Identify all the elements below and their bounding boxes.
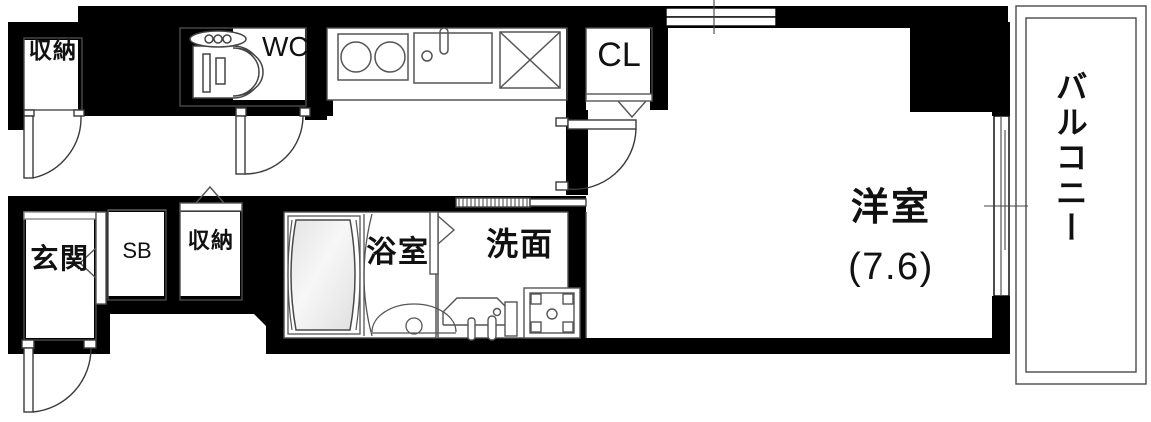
faucet-icon (439, 27, 449, 55)
entry-hall-door (555, 117, 637, 191)
washroom-sliding-door (455, 197, 587, 208)
storage-hall-door (179, 185, 243, 212)
toilet-icon (189, 30, 264, 99)
vanity-sink-icon (442, 297, 518, 341)
front-door (21, 339, 97, 413)
wc-door (235, 107, 311, 175)
label-bath: 浴室 (366, 235, 430, 270)
wc-outline (179, 27, 307, 107)
label-cl: CL (597, 36, 641, 74)
balcony-outer (1015, 5, 1147, 385)
walls (8, 6, 1010, 354)
balcony-inner (1025, 17, 1137, 373)
label-main-room-area: (7.6) (848, 246, 934, 288)
bath-door (429, 211, 456, 275)
label-storage-top-left: 収納 (28, 38, 78, 64)
label-wc: WC (262, 31, 309, 62)
label-balcony: バルコニー (1050, 70, 1089, 246)
entrance-inner-door (78, 211, 107, 305)
entrance-step (23, 211, 97, 220)
sink-icon (413, 32, 493, 84)
kitchen-fixtures (337, 27, 561, 89)
stove-icon (337, 33, 409, 81)
entrance-outline (23, 211, 97, 341)
bathtub-icon (287, 215, 361, 335)
label-storage-hall: 収納 (187, 229, 235, 254)
label-shoe-box: SB (122, 238, 152, 263)
label-washroom: 洗面 (486, 225, 554, 263)
sliding-glass-door-icon (984, 115, 1028, 297)
bath-outline (283, 211, 437, 339)
refrigerator-space-icon (499, 31, 561, 89)
storage-hall-outline (179, 209, 243, 301)
bath-fixtures (287, 213, 457, 337)
doors (21, 93, 653, 413)
window-icon-top (665, 0, 777, 34)
storage-top-left-door (23, 109, 85, 179)
washroom-fixtures (442, 287, 581, 341)
washroom-outline (437, 211, 569, 339)
windows (665, 0, 1028, 297)
cl-door (585, 93, 653, 119)
kitchen-counter-outline (326, 27, 568, 101)
label-main-room: 洋室 (850, 185, 932, 229)
label-entrance: 玄関 (30, 242, 90, 275)
storage-top-left-outline (23, 37, 83, 111)
shower-icon (371, 303, 457, 335)
washer-pan-icon (523, 287, 581, 339)
